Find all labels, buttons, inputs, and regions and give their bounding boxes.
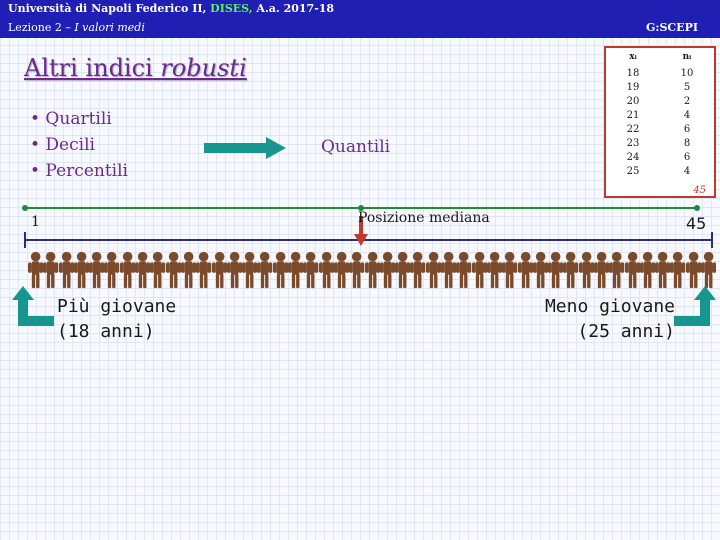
course-code: G:SCEPI [646, 21, 698, 34]
person-figure-icon [349, 251, 365, 289]
person-figure-icon [532, 251, 549, 289]
person-figure-icon [685, 251, 702, 289]
green-dot-median [358, 205, 364, 211]
person-figure-icon [104, 251, 120, 289]
bullet-item: • Decili [30, 135, 95, 155]
person-figure-icon [701, 251, 717, 289]
down-arrow-icon [354, 216, 368, 246]
person-figure-icon [196, 251, 212, 289]
title-main: Altri indici [24, 54, 153, 82]
person-figure-icon [226, 251, 243, 289]
youngest-caption: Più giovane (18 anni) [57, 294, 176, 344]
person-figure-icon [257, 251, 273, 289]
person-figure-icon [609, 251, 625, 289]
slide-title: Altri indici robusti [24, 54, 247, 82]
lesson-line: Lezione 2 – I valori medi [8, 21, 145, 34]
person-figure-icon [150, 251, 166, 289]
block-arrow-right-icon [204, 137, 286, 159]
person-figure-icon [58, 251, 74, 289]
person-figure-icon [395, 251, 411, 289]
oldest-caption: Meno giovane (25 anni) [545, 294, 675, 344]
person-figure-icon [456, 251, 472, 289]
person-figure-icon [43, 251, 59, 289]
bullet-item: • Quartili [30, 109, 112, 129]
green-dot-end [694, 205, 700, 211]
person-figure-icon [593, 251, 610, 289]
person-figure-icon [471, 251, 487, 289]
bullet-list: • Quartili • Decili • Percentili [30, 106, 128, 184]
department-name: DISES, [210, 2, 253, 15]
person-figure-icon [303, 251, 319, 289]
person-figure-icon [318, 251, 334, 289]
person-figure-icon [441, 251, 457, 289]
person-figure-icon [410, 251, 426, 289]
axis-end-label: 45 [686, 214, 707, 233]
person-figure-icon [563, 251, 579, 289]
person-figure-icon [28, 251, 44, 289]
person-figure-icon [242, 251, 258, 289]
person-figure-icon [379, 251, 396, 289]
bullet-item: • Percentili [30, 161, 128, 181]
title-emphasis: robusti [160, 54, 247, 82]
bent-arrow-up-icon [674, 286, 716, 326]
axis-start-label: 1 [31, 214, 40, 230]
person-figure-icon [180, 251, 197, 289]
quantiles-label: Quantili [321, 137, 391, 157]
person-figure-icon [655, 251, 671, 289]
university-name: Università di Napoli Federico II, [8, 2, 207, 15]
person-figure-icon [517, 251, 533, 289]
person-figure-icon [502, 251, 518, 289]
person-figure-icon [578, 251, 594, 289]
person-figure-icon [486, 251, 503, 289]
person-figure-icon [165, 251, 181, 289]
person-figure-icon [548, 251, 564, 289]
oldest-line-2: (25 anni) [577, 321, 675, 342]
person-figure-icon [119, 251, 136, 289]
youngest-line-1: Più giovane [57, 296, 177, 317]
person-figure-icon [425, 251, 442, 289]
youngest-line-2: (18 anni) [57, 321, 155, 342]
person-figure-icon [670, 251, 686, 289]
person-figure-icon [333, 251, 350, 289]
person-figure-icon [639, 251, 656, 289]
person-figure-icon [89, 251, 105, 289]
university-line: Università di Napoli Federico II, DISES,… [8, 2, 334, 15]
person-figure-icon [624, 251, 640, 289]
median-position-label: Posizione mediana [358, 210, 490, 226]
column-header-x: xᵢ [629, 52, 637, 62]
lesson-number: Lezione 2 – [8, 21, 71, 34]
person-figure-icon [272, 251, 289, 289]
table-total: 45 [693, 185, 706, 196]
person-figure-icon [73, 251, 90, 289]
slide-header: Università di Napoli Federico II, DISES,… [0, 0, 720, 38]
person-figure-icon [135, 251, 151, 289]
column-header-n: nᵢ [682, 52, 692, 62]
person-figure-icon [364, 251, 380, 289]
ranking-axis [22, 205, 713, 248]
academic-year: A.a. 2017-18 [256, 2, 335, 15]
person-figure-icon [288, 251, 304, 289]
people-row [28, 250, 718, 290]
bent-arrow-up-icon [12, 286, 54, 326]
person-figure-icon [211, 251, 227, 289]
green-dot-start [22, 205, 28, 211]
lesson-topic: I valori medi [74, 21, 145, 34]
oldest-line-1: Meno giovane [544, 296, 675, 317]
